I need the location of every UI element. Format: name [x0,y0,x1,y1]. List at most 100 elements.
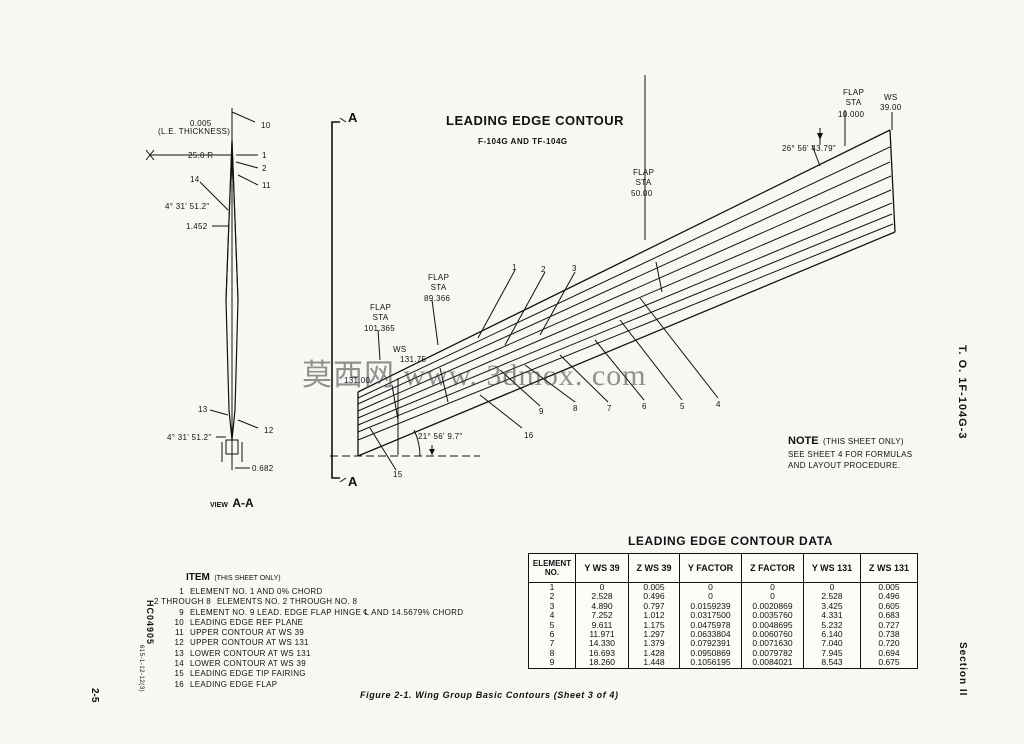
flap-sta-101: 101.365 [364,324,396,333]
note-line-2: SEE SHEET 4 FOR FORMULAS [788,450,913,459]
table-cell: 0.1056195 [679,658,742,669]
table-cell: 0.727 [860,620,918,631]
item-number: 13 [174,648,184,658]
angle-tip-label: 26° 56' 43.79" [782,144,837,153]
section-cut-a-bottom: A [348,474,358,489]
angle-bottom-label: 4° 31' 51.2" [167,433,212,442]
flap-sta-label-89: FLAP STA [428,273,450,292]
contour-data-table: ELEMENT NO. Y WS 39 Z WS 39 Y FACTOR Z F… [528,553,918,669]
table-cell: 0.496 [860,591,918,602]
drawing-code-secondary: 615-1-12-12(3) [138,645,144,693]
table-cell: 9 [528,658,576,669]
item-number: 12 [174,638,184,648]
table-cell: 0.605 [860,601,918,612]
callout-10: 10 [261,121,271,130]
ws-label-tip: WS [884,93,898,102]
callout-11: 11 [262,181,271,190]
view-name: A-A [232,496,254,510]
page-number: 2-5 [89,688,100,703]
col-header-element: ELEMENT NO. [528,553,576,583]
item-number: 1 [179,587,184,596]
item-row: 2 THROUGH 8 ELEMENTS NO. 2 THROUGH NO. 8 [154,597,463,607]
col-header-z-factor: Z FACTOR [741,553,804,583]
view-label: VIEW A-A [210,494,254,512]
le-thickness-label: (L.E. THICKNESS) [158,127,231,136]
item-number: 15 [174,669,184,679]
col-header-y-factor: Y FACTOR [679,553,742,583]
item-list: ITEM (THIS SHEET ONLY) 1 ELEMENT NO. 1 AN… [154,567,463,690]
col-header-z-ws131: Z WS 131 [860,553,918,583]
ws-131b: 131.00 [344,376,371,385]
dim-0682-label: 0.682 [252,464,274,473]
item-number: 14 [174,659,184,669]
item-text: LEADING EDGE FLAP [190,679,278,689]
item-text: ELEMENT NO. 1 AND 0% CHORD [190,587,323,596]
table-cell: 0.683 [860,610,918,621]
plan-callout-2: 2 [541,265,546,274]
plan-callout-4: 4 [716,400,721,409]
callout-13: 13 [198,405,208,414]
flap-sta-label-101: FLAP STA [370,303,392,322]
callout-1: 1 [262,151,267,160]
flap-sta-50: 50.00 [631,189,653,198]
col-header-y-ws131: Y WS 131 [803,553,861,583]
item-text: UPPER CONTOUR AT WS 39 [190,628,305,638]
table-header-row: ELEMENT NO. Y WS 39 Z WS 39 Y FACTOR Z F… [528,553,918,583]
note-line-1: (THIS SHEET ONLY) [823,437,904,446]
radius-label: 25.0 R [188,151,214,160]
ws-131: 131.75 [400,355,427,364]
table-cell: 0.675 [860,658,918,669]
le-thickness-value: 0.005 [190,119,212,128]
dim-1452-label: 1.452 [186,222,208,231]
plan-callout-5: 5 [680,402,685,411]
table-cell: 0.720 [860,639,918,649]
view-prefix: VIEW [210,502,228,509]
watermark-text: 莫西网 www. 3dmox. com [302,359,647,392]
plan-callout-15: 15 [393,470,403,479]
table-title: LEADING EDGE CONTOUR DATA [628,534,834,548]
callout-2: 2 [262,164,267,173]
item-text: ELEMENT NO. 9 LEAD. EDGE FLAP HINGE ℄ AN… [190,607,464,617]
flap-sta-label-50: FLAP STA [633,168,655,187]
item-row: 1 ELEMENT NO. 1 AND 0% CHORD [162,587,463,597]
plan-callout-6: 6 [642,402,647,411]
figure-title: LEADING EDGE CONTOUR [446,113,625,128]
figure-caption: Figure 2-1. Wing Group Basic Contours (S… [360,690,619,700]
ws-label-root: WS [393,345,407,354]
item-list-head: ITEM [186,572,210,583]
item-list-head-note: (THIS SHEET ONLY) [214,575,281,582]
section-cut-a-top: A [348,110,358,125]
item-text: LEADING EDGE TIP FAIRING [190,669,306,679]
item-row: 15 LEADING EDGE TIP FAIRING [162,669,463,679]
item-text: LOWER CONTOUR AT WS 131 [190,648,311,658]
item-number: 2 THROUGH 8 [154,597,211,607]
note-line-3: AND LAYOUT PROCEDURE. [788,461,901,470]
note-head: NOTE [788,435,819,447]
figure-subtitle: F-104G AND TF-104G [478,137,568,146]
doc-number: T. O. 1F-104G-3 [956,345,968,440]
table-cell: 0.005 [860,582,918,593]
note-block: NOTE (THIS SHEET ONLY) SEE SHEET 4 FOR F… [788,431,912,471]
plan-callout-7: 7 [607,404,612,413]
callout-12: 12 [264,426,274,435]
section-label: Section II [957,642,968,697]
item-row: 13 LOWER CONTOUR AT WS 131 [162,649,463,659]
item-text: ELEMENTS NO. 2 THROUGH NO. 8 [216,597,358,607]
table-cell: 1.448 [628,658,680,669]
item-text: LEADING EDGE REF PLANE [190,617,304,627]
flap-sta-89: 89.366 [424,294,451,303]
